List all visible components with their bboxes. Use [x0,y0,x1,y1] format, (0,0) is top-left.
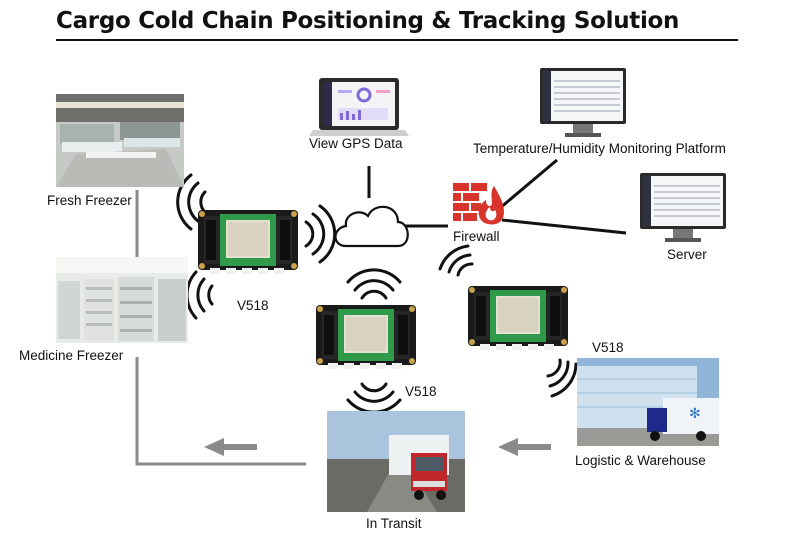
v518-board-right [468,286,568,350]
in-transit-label: In Transit [366,516,422,531]
fresh-freezer-photo [56,94,184,187]
flow-arrow-left [204,438,257,456]
v518-left-label: V518 [237,298,269,313]
cloud-icon [334,205,409,248]
firewall-to-server-line [501,218,627,235]
firewall-label: Firewall [453,229,500,244]
svg-text:✻: ✻ [689,406,701,422]
return-flow-line [135,357,306,466]
fresh-freezer-label: Fresh Freezer [47,193,132,208]
page-title: Cargo Cold Chain Positioning & Tracking … [56,8,680,34]
server-label: Server [667,247,707,262]
wifi-waves-center-top [346,268,402,300]
v518-board-left [198,210,298,274]
truck-photo [327,411,465,512]
wifi-waves-left-right [304,204,337,264]
medicine-freezer-photo [56,257,188,343]
wifi-waves-right-top [438,244,474,277]
view-gps-label: View GPS Data [309,136,403,151]
v518-board-center [316,305,416,369]
warehouse-photo: ✻ [577,358,719,446]
warehouse-label: Logistic & Warehouse [575,453,706,468]
flow-arrow-right [498,438,551,456]
wifi-waves-right-bottom [546,358,578,398]
v518-center-label: V518 [405,384,437,399]
v518-right-label: V518 [592,340,624,355]
title-divider [56,39,738,41]
medicine-freezer-label: Medicine Freezer [19,348,124,363]
temp-platform-label: Temperature/Humidity Monitoring Platform [473,141,726,156]
firewall-to-platform-line [499,158,558,210]
